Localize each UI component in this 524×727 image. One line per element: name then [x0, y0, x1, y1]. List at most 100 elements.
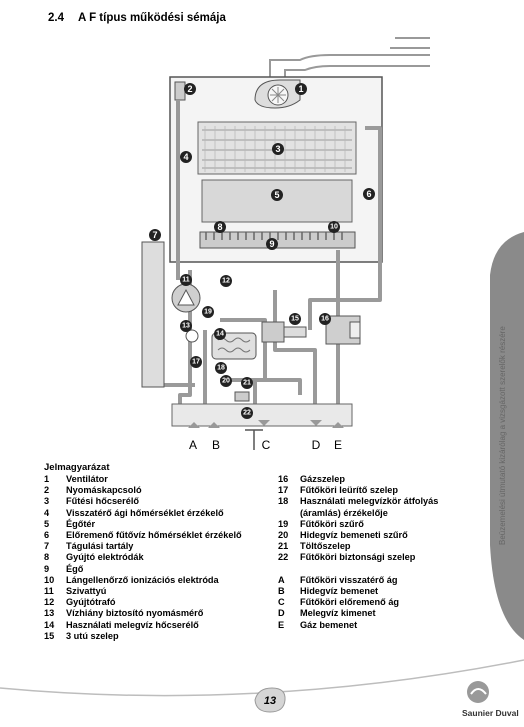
expansion-tank	[141, 241, 165, 388]
brand-logo	[467, 681, 489, 703]
callout-20	[220, 375, 232, 387]
callout-17	[190, 356, 202, 368]
connection-bar	[171, 403, 353, 427]
callout-7	[149, 229, 161, 241]
callout-16	[319, 313, 331, 325]
callout-2	[184, 83, 196, 95]
connection-label-d: D	[312, 438, 321, 452]
refill-valve	[234, 391, 250, 402]
section-number: 2.4	[48, 12, 64, 24]
page-number-badge	[254, 687, 286, 713]
gas-valve	[325, 315, 361, 345]
callout-label-10: 10	[330, 224, 338, 231]
callout-5	[271, 189, 283, 201]
callout-label-7: 7	[152, 230, 157, 240]
callout-label-11: 11	[182, 277, 190, 284]
callout-label-9: 9	[269, 239, 274, 249]
callout-13	[180, 320, 192, 332]
callout-label-6: 6	[366, 189, 371, 199]
callout-label-8: 8	[217, 222, 222, 232]
side-tab	[490, 232, 524, 640]
connection-label-b: B	[212, 438, 220, 452]
section-heading: 2.4 A F típus működési sémája	[48, 12, 226, 24]
fan	[254, 79, 301, 109]
callout-11	[180, 274, 192, 286]
manometer	[185, 329, 199, 343]
callout-21	[241, 377, 253, 389]
callout-6	[363, 188, 375, 200]
callout-18	[215, 362, 227, 374]
brand-name: Saunier Duval	[462, 708, 519, 718]
legend-spacer	[278, 564, 438, 575]
connection-label-e: E	[334, 438, 342, 452]
callout-label-18: 18	[217, 365, 225, 372]
callout-label-16: 16	[321, 316, 329, 323]
callout-19	[202, 306, 214, 318]
callout-15	[289, 313, 301, 325]
side-vertical-text: Beüzemelési útmutató kizárólag a vizsgáz…	[498, 326, 507, 545]
callout-label-17: 17	[192, 359, 200, 366]
flue-pipes	[269, 37, 430, 80]
legend-title: Jelmagyarázat	[44, 462, 110, 473]
callout-22	[241, 407, 253, 419]
callout-12	[220, 275, 232, 287]
connection-arrows	[188, 420, 344, 428]
callout-label-3: 3	[275, 144, 280, 154]
callout-10	[328, 221, 340, 233]
pump	[171, 283, 201, 313]
callout-9	[266, 238, 278, 250]
legend-item: (áramlás) érzékelője	[300, 507, 388, 518]
callout-label-20: 20	[222, 378, 230, 385]
dhw-heat-exchanger	[211, 332, 257, 360]
callout-14	[214, 328, 226, 340]
callout-label-12: 12	[222, 278, 230, 285]
callouts	[149, 83, 375, 419]
drain-symbol	[245, 429, 263, 450]
connection-label-a: A	[189, 438, 197, 452]
three-way-valve	[261, 321, 307, 343]
callout-label-19: 19	[204, 309, 212, 316]
callout-label-1: 1	[298, 84, 303, 94]
page-number: 13	[263, 695, 277, 707]
callout-1	[295, 83, 307, 95]
callout-label-5: 5	[274, 190, 279, 200]
callout-label-21: 21	[243, 380, 251, 387]
callout-4	[180, 151, 192, 163]
callout-label-22: 22	[243, 410, 251, 417]
callout-label-13: 13	[182, 323, 190, 330]
pressure-switch	[174, 81, 186, 101]
callout-label-15: 15	[291, 316, 299, 323]
callout-label-2: 2	[187, 84, 192, 94]
callout-8	[214, 221, 226, 233]
callout-3	[272, 143, 284, 155]
callout-label-14: 14	[216, 331, 224, 338]
section-title: A F típus működési sémája	[78, 12, 226, 24]
